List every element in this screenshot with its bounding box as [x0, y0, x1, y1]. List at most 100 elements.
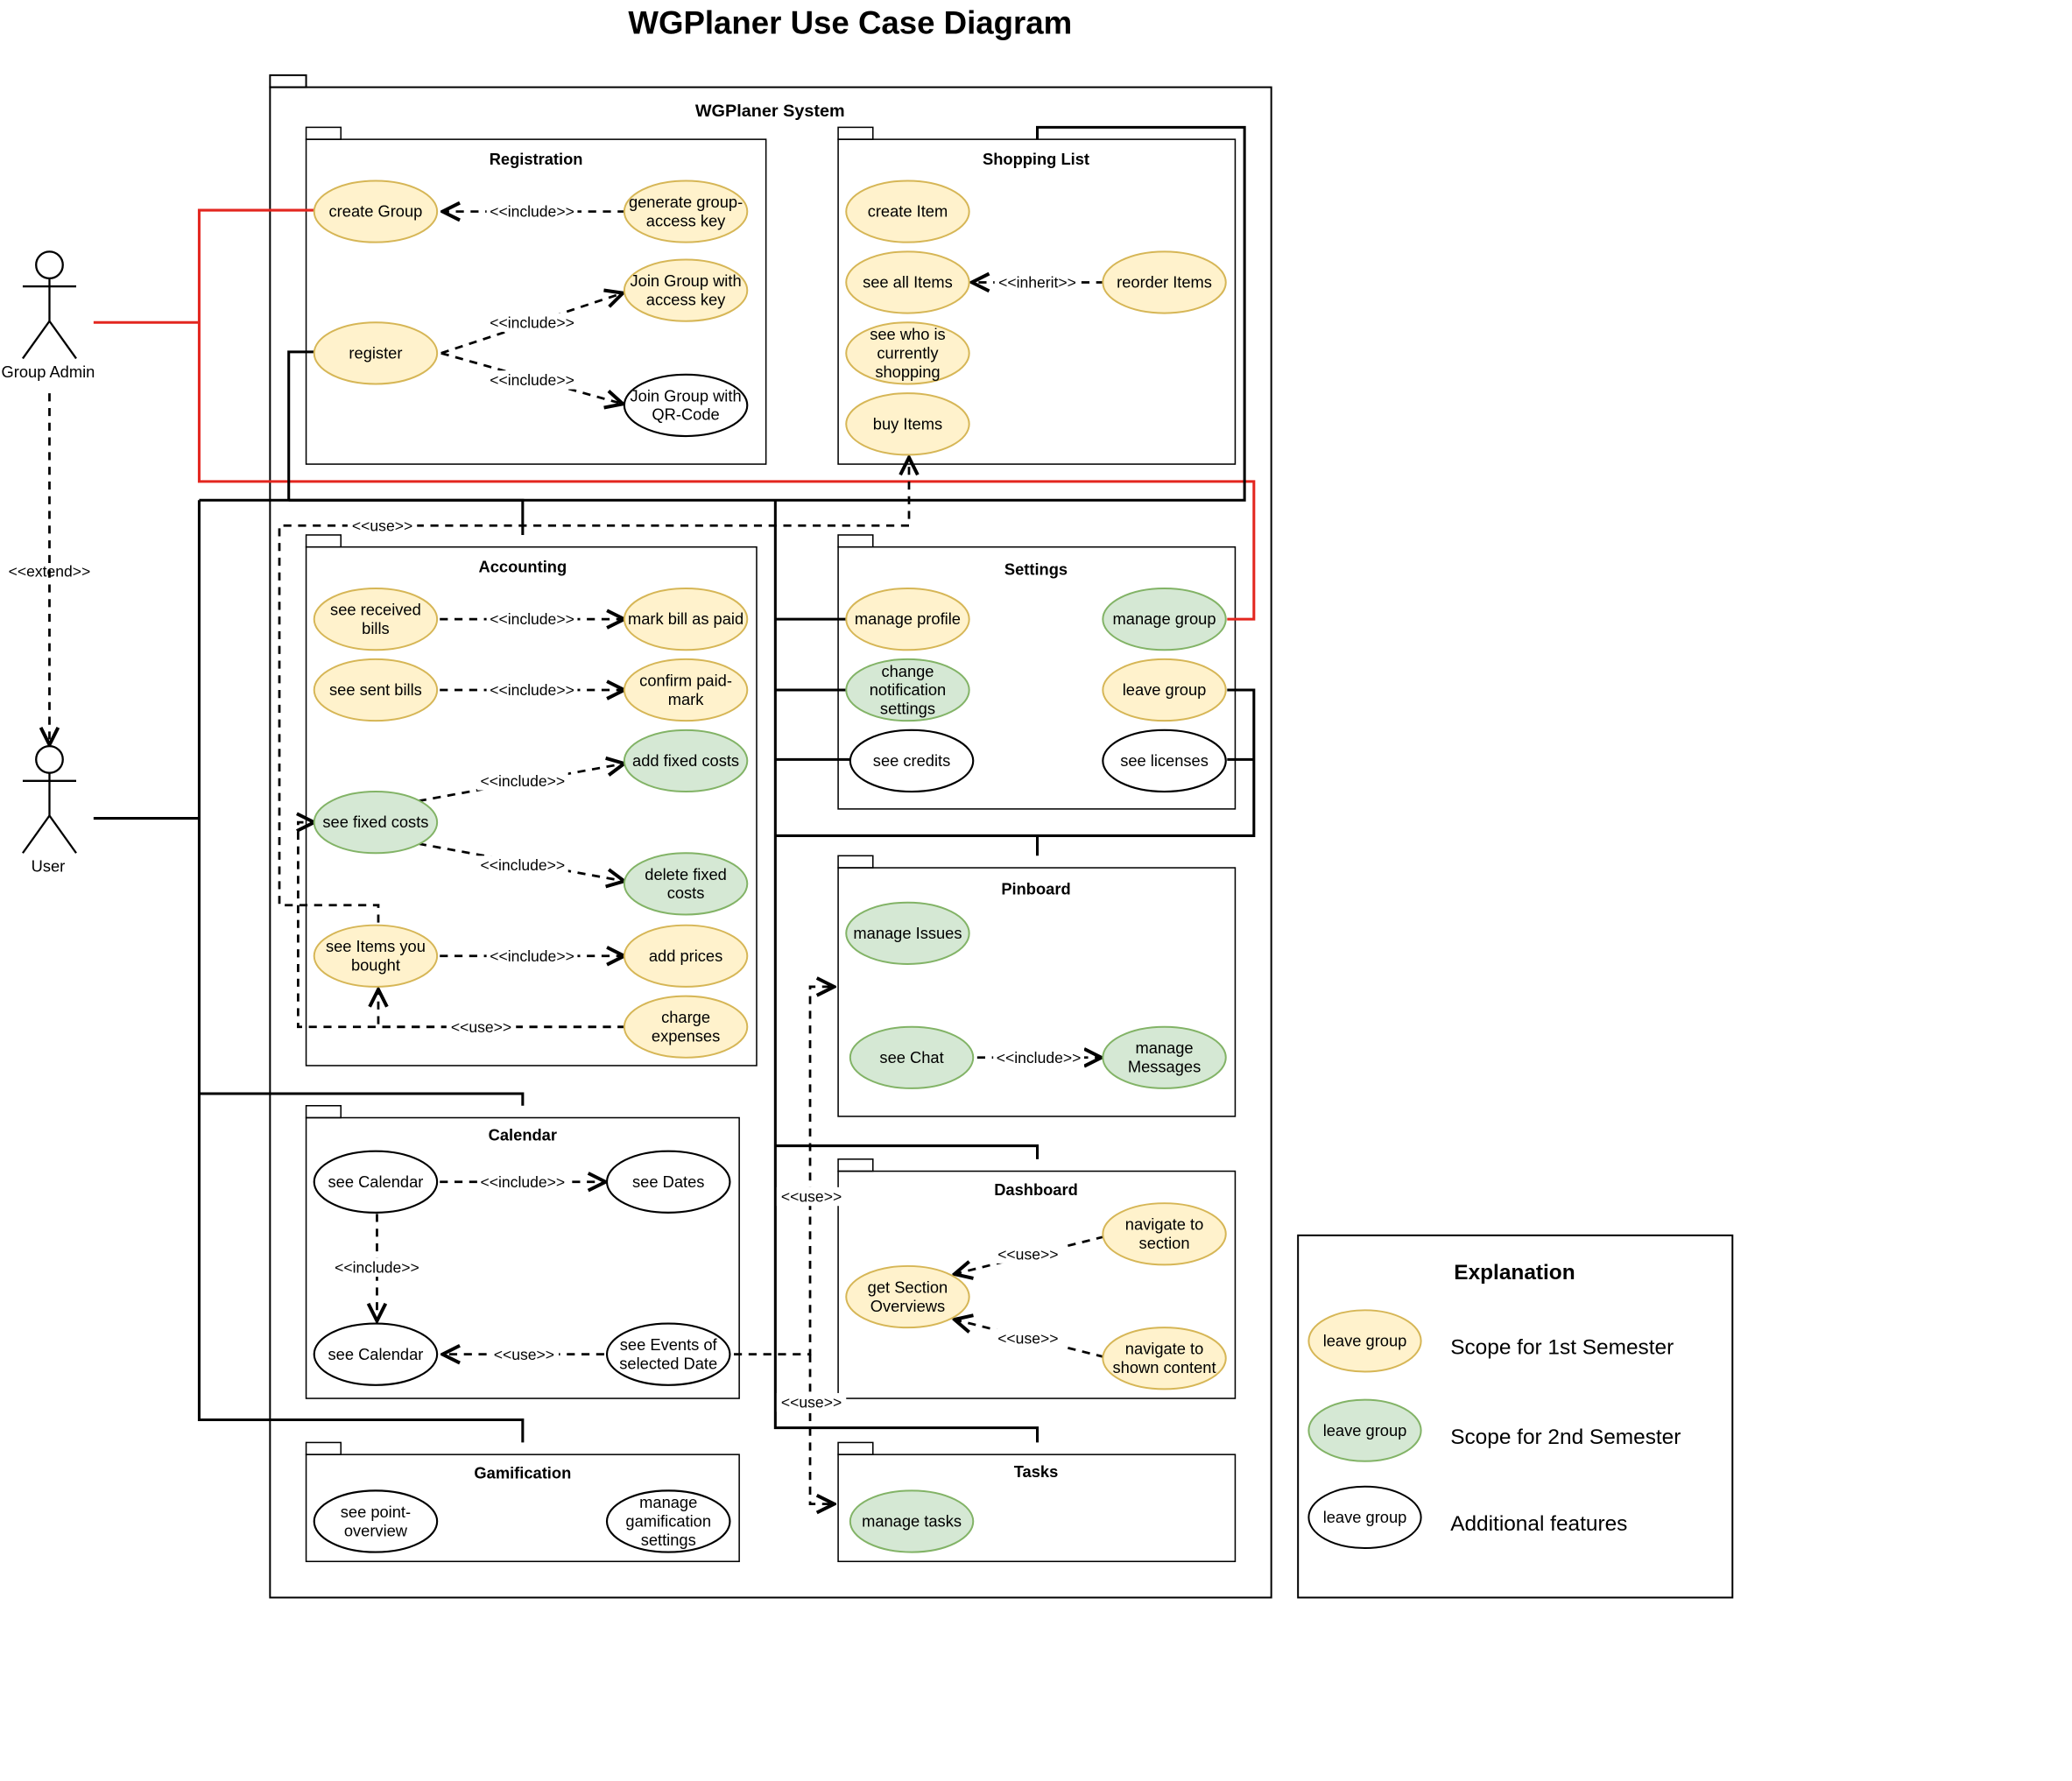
usecase-label: see Dates: [632, 1172, 704, 1191]
package-calendar-label: Calendar: [489, 1125, 557, 1144]
package-pinboard-label: Pinboard: [1001, 880, 1070, 898]
usecase-see-calendar-bottom: see Calendar: [313, 1322, 439, 1386]
label-include-2: <<include>>: [486, 313, 578, 332]
usecase-mark-bill-paid: mark bill as paid: [623, 588, 749, 651]
usecase-label: add fixed costs: [632, 751, 739, 770]
usecase-label: see fixed costs: [322, 813, 428, 831]
svg-text:<<include>>: <<include>>: [490, 610, 574, 628]
legend-title: Explanation: [1454, 1261, 1575, 1285]
right-bus-line: [287, 125, 1256, 1443]
usecase-label: see Calendar: [328, 1345, 424, 1363]
label-include-5: <<include>>: [486, 680, 578, 700]
usecase-see-sent-bills: see sent bills: [313, 658, 439, 722]
usecase-label: register: [349, 343, 402, 362]
package-gamification: Gamification: [305, 1441, 740, 1563]
diagram-title: WGPlaner Use Case Diagram: [628, 5, 1072, 41]
package-shopping-label: Shopping List: [983, 150, 1089, 168]
usecase-confirm-paid-mark: confirm paid-mark: [623, 658, 749, 722]
label-use-navcontent: <<use>>: [993, 1328, 1063, 1348]
rel-charge-bought: [378, 989, 626, 1029]
relation-labels: <<extend>> <<include>> <<include>> <<inc…: [9, 201, 1084, 1412]
usecase-label: see all Items: [863, 273, 953, 292]
svg-text:<<include>>: <<include>>: [335, 1259, 419, 1277]
usecase-label: manage profile: [855, 609, 961, 628]
label-include-3: <<include>>: [486, 370, 578, 390]
usecase-see-credits: see credits: [849, 729, 975, 793]
use-cases: create Group generate group-access keyJoi…: [313, 180, 1227, 1553]
svg-text:<<include>>: <<include>>: [490, 203, 574, 221]
actor-user-label: User: [32, 857, 66, 876]
legend-sample-label: leave group: [1323, 1421, 1407, 1440]
legend-description: Scope for 1st Semester: [1450, 1336, 1674, 1360]
package-settings-label: Settings: [1004, 560, 1068, 579]
usecase-label: create Item: [868, 202, 948, 221]
usecase-see-calendar-top: see Calendar: [313, 1150, 439, 1214]
label-include-1: <<include>>: [486, 201, 578, 222]
legend-sample-label: leave group: [1323, 1508, 1407, 1526]
usecase-label: create Group: [329, 202, 423, 221]
label-inherit: <<inherit>>: [994, 272, 1081, 292]
label-include-8: <<include>>: [486, 947, 578, 966]
legend-item: leave group Additional features: [1307, 1485, 1627, 1550]
packages: Registration Shopping List Accounting Se…: [305, 126, 1237, 1563]
usecase-manage-group: manage group: [1102, 588, 1227, 651]
usecase-label: see credits: [873, 751, 950, 770]
package-registration: Registration: [305, 126, 767, 465]
usecase-manage-profile: manage profile: [845, 588, 970, 651]
legend-description: Additional features: [1450, 1512, 1627, 1536]
usecase-see-all-items: see all Items: [845, 250, 970, 314]
svg-text:<<use>>: <<use>>: [781, 1394, 842, 1411]
label-include-10: <<include>>: [476, 1172, 568, 1192]
label-use-tasks: <<use>>: [776, 1392, 847, 1412]
legend-sample-label: leave group: [1323, 1332, 1407, 1350]
svg-text:<<include>>: <<include>>: [481, 856, 566, 874]
package-registration-label: Registration: [490, 150, 583, 168]
package-tasks: Tasks: [837, 1441, 1237, 1563]
usecase-buy-items: buy Items: [845, 392, 970, 456]
package-gamification-label: Gamification: [474, 1464, 571, 1482]
rel-charge-fixed: [298, 822, 626, 1029]
usecase-gen-key: generate group-access key: [623, 180, 749, 243]
usecase-label: manage tasks: [862, 1512, 962, 1531]
system-boundary: WGPlaner System: [269, 74, 1272, 1599]
label-include-9: <<include>>: [993, 1048, 1084, 1067]
package-dashboard-label: Dashboard: [994, 1180, 1078, 1199]
label-include-11: <<include>>: [331, 1257, 423, 1278]
usecase-label: see point-overview: [341, 1503, 411, 1539]
label-extend: <<extend>>: [9, 562, 91, 580]
svg-text:<<include>>: <<include>>: [997, 1049, 1082, 1066]
usecase-label: see Calendar: [328, 1172, 424, 1191]
usecase-label: confirm paid-mark: [639, 671, 732, 707]
usecase-create-group: create Group: [313, 180, 439, 243]
usecase-label: see Chat: [879, 1048, 943, 1066]
usecase-label: generate group-access key: [629, 193, 743, 229]
label-use-events: <<use>>: [489, 1344, 560, 1364]
svg-text:<<include>>: <<include>>: [481, 772, 566, 790]
user-association-line: [93, 498, 525, 1443]
svg-text:<<include>>: <<include>>: [490, 313, 574, 331]
usecase-register: register: [313, 321, 439, 385]
rel-bought-buyitems: [278, 457, 909, 923]
rel-events-pinboard: [734, 987, 834, 1356]
usecase-label: mark bill as paid: [628, 609, 744, 628]
